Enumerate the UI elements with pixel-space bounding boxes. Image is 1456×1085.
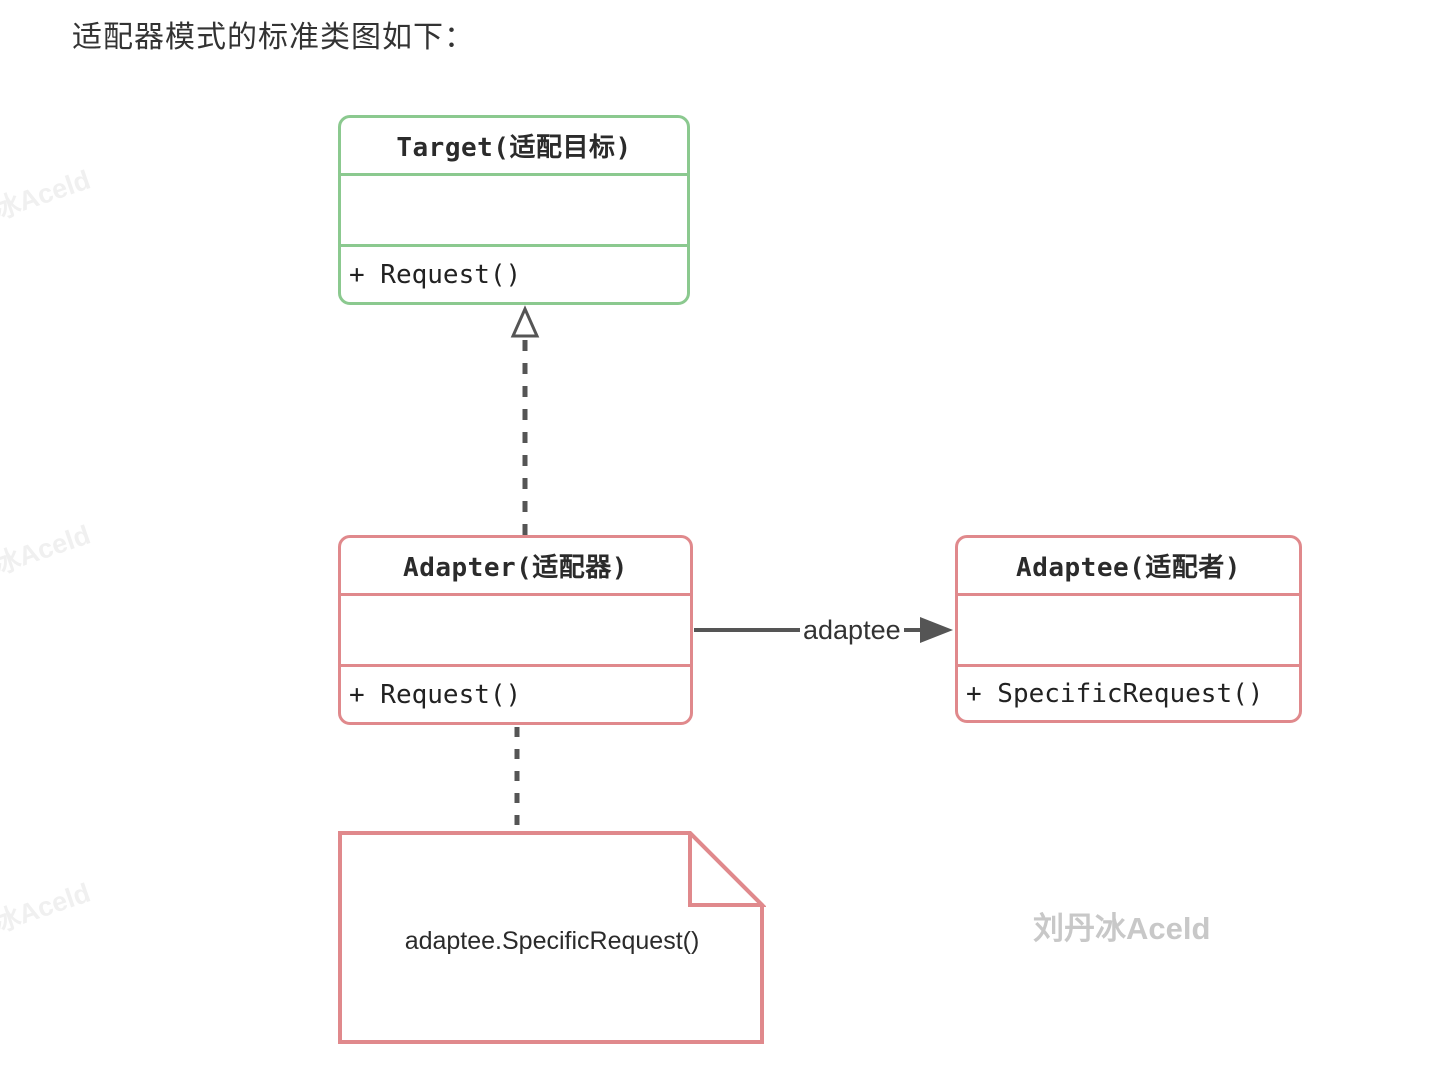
filled-triangle-arrowhead-icon [920, 617, 953, 643]
class-attributes-adaptee [958, 593, 1299, 667]
class-title-target: Target(适配目标) [396, 133, 632, 163]
class-box-target: Target(适配目标) + Request() [338, 115, 690, 305]
note-outline-shape [338, 831, 766, 1044]
class-title-adapter: Adapter(适配器) [403, 553, 628, 583]
note-box: adaptee.SpecificRequest() [338, 831, 766, 1045]
note-text: adaptee.SpecificRequest() [404, 927, 700, 955]
class-title-adaptee: Adaptee(适配者) [1016, 553, 1241, 583]
class-attributes-adapter [341, 593, 690, 667]
watermark-main: 刘丹冰Aceld [1033, 911, 1211, 946]
folded-corner-icon [688, 831, 766, 907]
association-label: adaptee [800, 612, 904, 648]
class-box-adapter: Adapter(适配器) + Request() [338, 535, 693, 725]
class-methods-adapter: + Request() [349, 679, 522, 710]
class-attributes-target [341, 173, 687, 247]
class-methods-adaptee: + SpecificRequest() [966, 678, 1264, 709]
class-box-adaptee: Adaptee(适配者) + SpecificRequest() [955, 535, 1302, 723]
class-methods-target: + Request() [349, 259, 522, 290]
page-title: 适配器模式的标准类图如下： [72, 21, 475, 54]
open-triangle-arrowhead-icon [510, 305, 540, 338]
